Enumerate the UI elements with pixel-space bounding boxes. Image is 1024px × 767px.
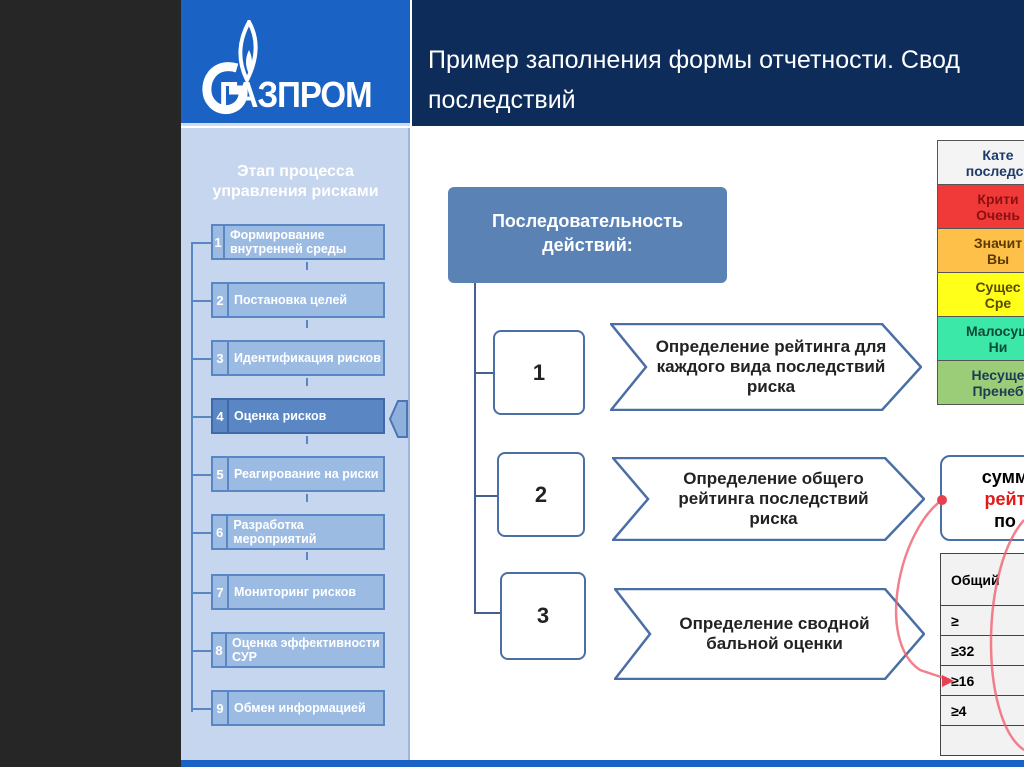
sidebar-step-7[interactable]: 7 Мониторинг рисков (211, 574, 385, 610)
dark-margin (0, 0, 181, 767)
step-label: Разработка мероприятий (233, 518, 317, 546)
bidirectional-arrow-icon (191, 532, 211, 534)
feedback-line (191, 244, 193, 712)
down-arrow-icon (306, 436, 308, 444)
bidirectional-arrow-icon (191, 650, 211, 652)
step-number: 8 (213, 634, 227, 666)
action-chevron: Определение общего рейтинга последствий … (612, 457, 925, 541)
action-text: Определение рейтинга для каждого вида по… (655, 337, 887, 396)
step-number: 2 (213, 284, 229, 316)
active-step-marker-icon (388, 400, 408, 438)
step-label: Оценка рисков (234, 409, 327, 423)
down-arrow-icon (306, 494, 308, 502)
step-label: Реагирование на риски (234, 467, 379, 481)
step-label: Постановка целей (234, 293, 348, 307)
total-row: ≥32 (940, 635, 1024, 666)
step-number: 3 (213, 342, 229, 374)
down-arrow-icon (306, 378, 308, 386)
step-label: Формирование внутренней среды (229, 228, 347, 256)
down-arrow-icon (306, 552, 308, 560)
step-number: 5 (213, 458, 229, 490)
sidebar-step-2[interactable]: 2 Постановка целей (211, 282, 385, 318)
step-number: 6 (213, 516, 229, 548)
step-number-box: 1 (493, 330, 585, 415)
gazprom-logo: ГАЗПРОМ (181, 0, 410, 126)
bidirectional-arrow-icon (191, 708, 211, 710)
bidirectional-arrow-icon (191, 474, 211, 476)
step-number-box: 3 (500, 572, 586, 660)
flame-logo-icon (202, 20, 258, 115)
total-row: ≥4 (940, 695, 1024, 726)
action-chevron: Определение сводной бальной оценки (614, 588, 925, 680)
sidebar-step-9[interactable]: 9 Обмен информацией (211, 690, 385, 726)
connector-line (474, 283, 476, 613)
bidirectional-arrow-icon (191, 242, 211, 244)
step-number: 4 (213, 400, 229, 432)
step-number-box: 2 (497, 452, 585, 537)
bidirectional-arrow-icon (191, 300, 211, 302)
annotation-arrow (894, 495, 1024, 752)
step-label: Мониторинг рисков (234, 585, 357, 599)
step-number: 7 (213, 576, 229, 608)
step-number: 9 (213, 692, 229, 724)
logo-text: ГАЗПРОМ (219, 74, 373, 115)
sidebar-step-3[interactable]: 3 Идентификация рисков (211, 340, 385, 376)
action-chevron: Определение рейтинга для каждого вида по… (610, 323, 922, 411)
bidirectional-arrow-icon (191, 358, 211, 360)
action-text: Определение общего рейтинга последствий … (678, 469, 869, 528)
down-arrow-icon (306, 262, 308, 270)
total-row (940, 725, 1024, 756)
sidebar-step-4[interactable]: 4 Оценка рисков (211, 398, 385, 434)
step-label: Идентификация рисков (234, 351, 381, 365)
down-arrow-icon (306, 320, 308, 328)
sequence-title-box: Последовательность действий: (448, 187, 727, 283)
bidirectional-arrow-icon (191, 416, 211, 418)
total-rating-table: Общий ≥≥32≥16≥4 (940, 553, 1024, 756)
step-label: Оценка эффективности СУР (232, 636, 380, 664)
bottom-bar (181, 760, 1024, 767)
step-number: 1 (213, 226, 225, 258)
action-text: Определение сводной бальной оценки (679, 614, 870, 653)
sidebar-step-5[interactable]: 5 Реагирование на риски (211, 456, 385, 492)
slide-header: Пример заполнения формы отчетности. Свод… (412, 0, 1024, 126)
slide-title: Пример заполнения формы отчетности. Свод… (428, 46, 960, 114)
bidirectional-arrow-icon (191, 592, 211, 594)
step-label: Обмен информацией (234, 701, 366, 715)
